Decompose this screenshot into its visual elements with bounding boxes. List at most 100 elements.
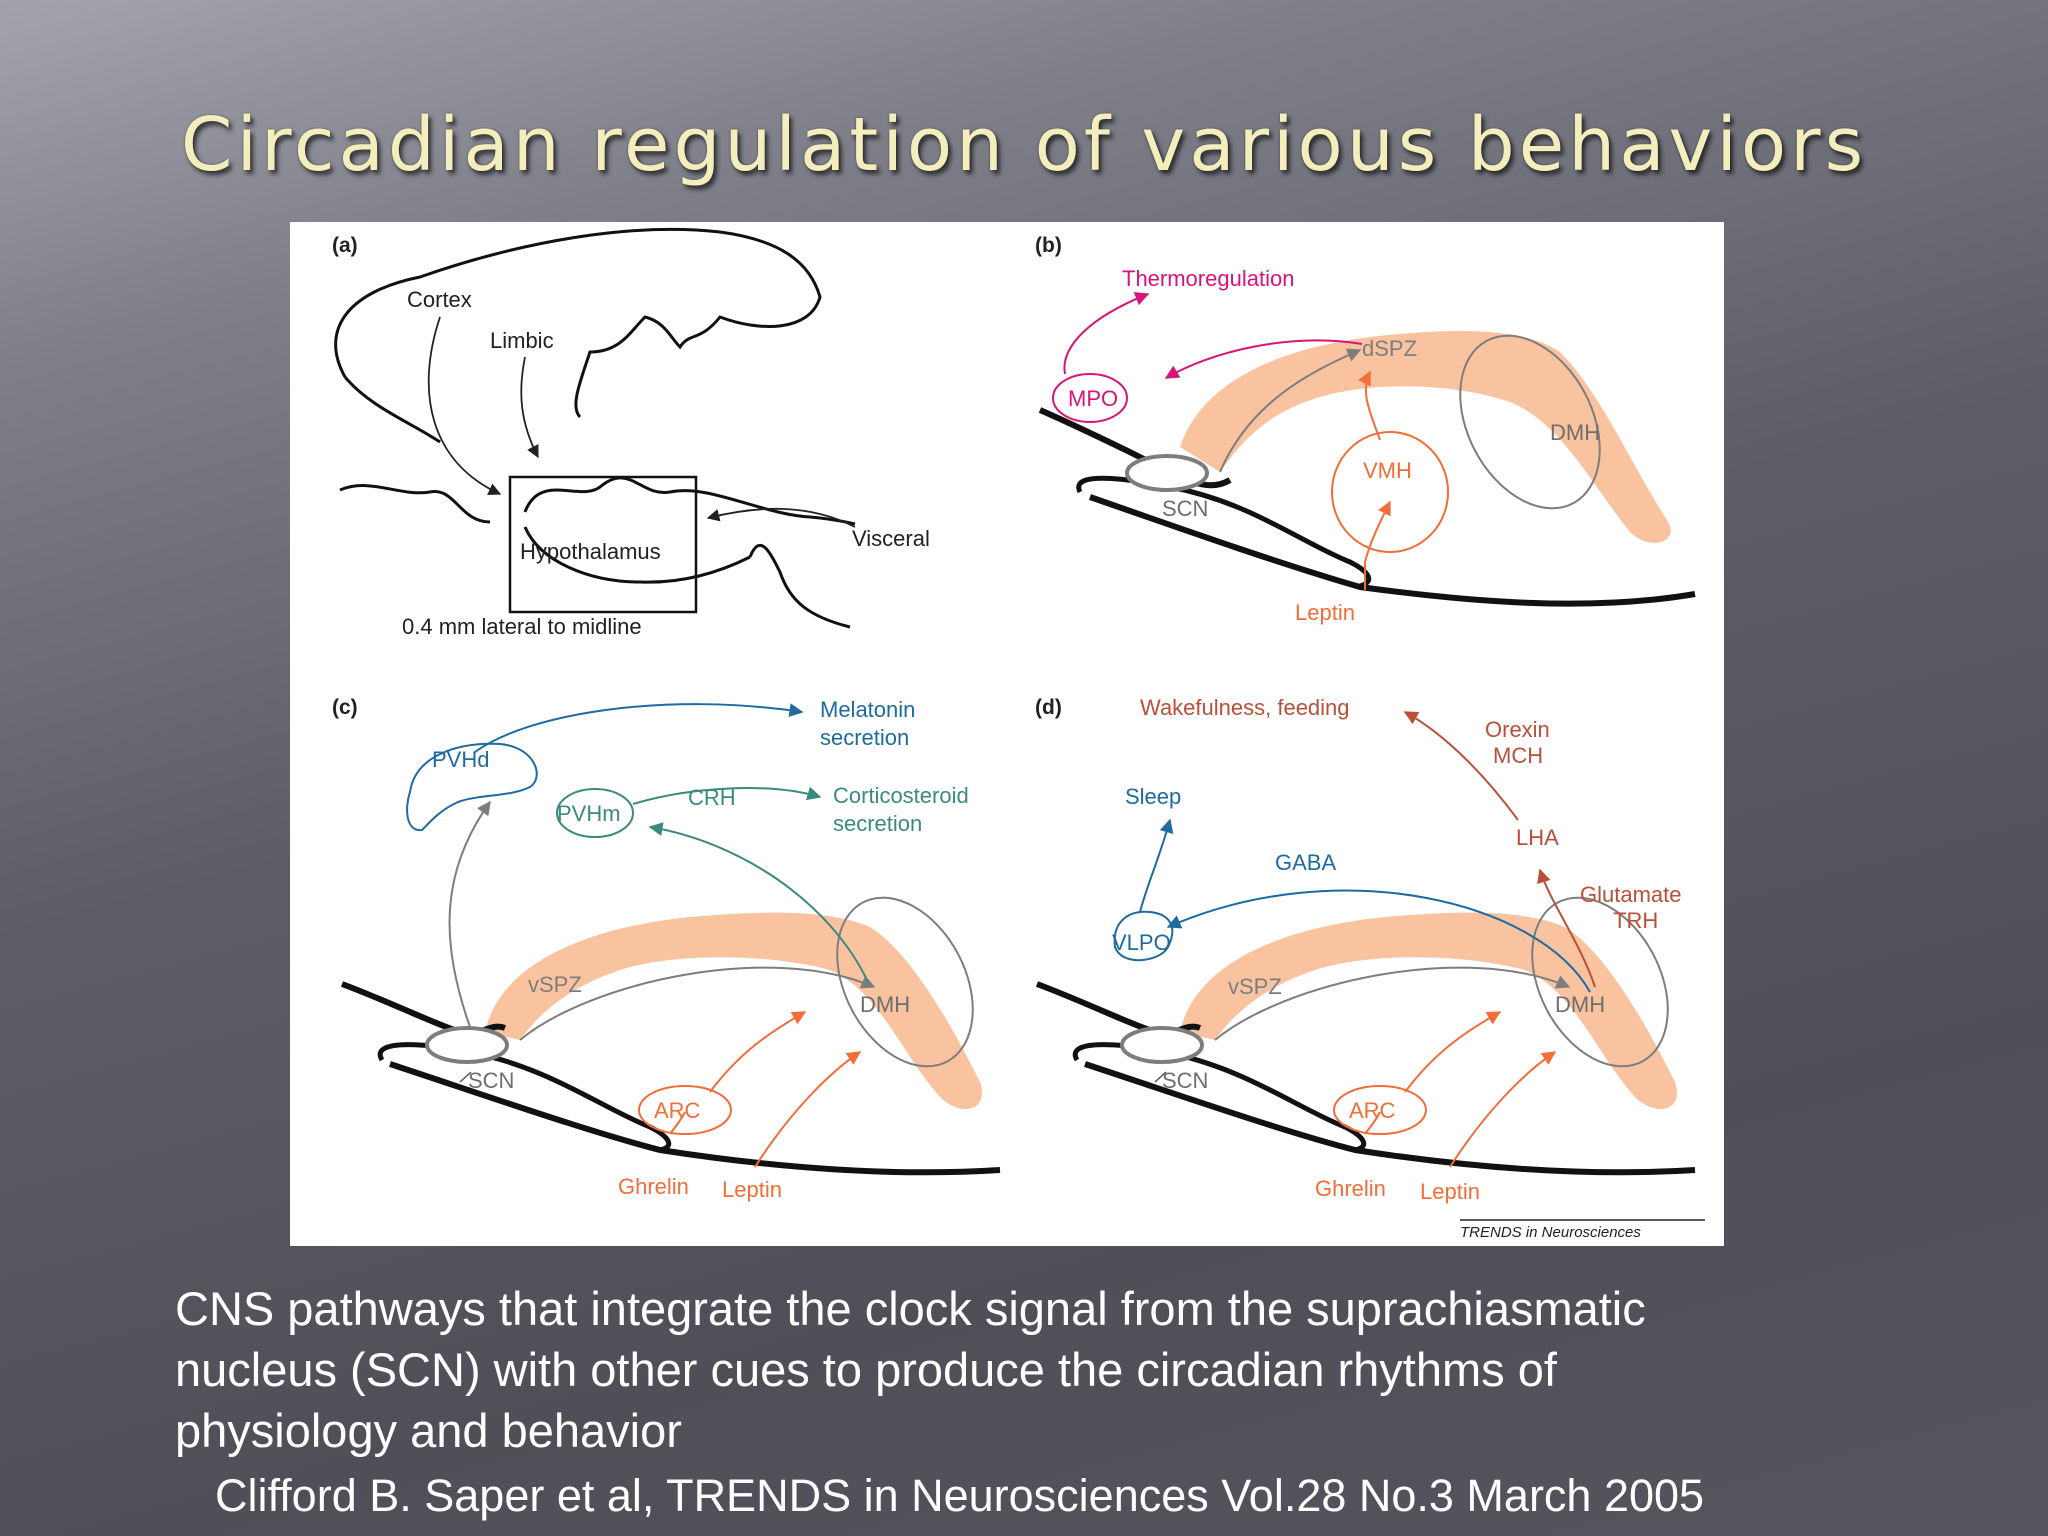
visceral-label: Visceral (852, 526, 930, 551)
pvhm-label: PVHm (557, 801, 621, 826)
ghrelin-arc-stem (669, 1111, 686, 1135)
arc-dmh-arrow (1404, 1011, 1502, 1093)
panel-d-letter: (d) (1035, 696, 1062, 719)
vspz-dmh-arrow (1214, 966, 1571, 1041)
arc-label: ARC (654, 1098, 701, 1123)
vlpo-label: VLPO (1112, 930, 1171, 955)
floor-line-lower (389, 1061, 1001, 1176)
section-note-label: 0.4 mm lateral to midline (402, 614, 642, 639)
source-credit: TRENDS in Neurosciences (1460, 1224, 1641, 1241)
arc-label: ARC (1349, 1098, 1396, 1123)
caption-line-3: physiology and behavior (175, 1404, 682, 1457)
caption-line-1: CNS pathways that integrate the clock si… (175, 1282, 1646, 1335)
scn-label: SCN (468, 1068, 514, 1093)
figure-caption: CNS pathways that integrate the clock si… (175, 1278, 1875, 1461)
orexin-label: Orexin (1485, 717, 1550, 742)
caption-line-2: nucleus (SCN) with other cues to produce… (175, 1343, 1557, 1396)
dmh-outline (1459, 334, 1601, 510)
brain-base-right (523, 476, 856, 526)
pvhd-nucleus (406, 742, 538, 832)
vspz-label: vSPZ (528, 972, 582, 997)
vmh-nucleus (1331, 431, 1449, 553)
vmh-label: VMH (1363, 458, 1412, 483)
floor-line-upper (1035, 981, 1202, 1037)
dmh-lha-arrow (1537, 868, 1596, 988)
leptin-dmh-arrow (1449, 1051, 1557, 1168)
corticosteroid-label-line1: Corticosteroid (833, 783, 969, 808)
scn-nucleus (1120, 1026, 1204, 1064)
scn-dspz-arrow (1219, 348, 1362, 473)
mpo-nucleus (1052, 373, 1128, 423)
leptin-label: Leptin (722, 1177, 782, 1202)
scn-label: SCN (1162, 496, 1208, 521)
pvhd-melatonin-arrow (474, 703, 804, 753)
spz-band (1180, 331, 1671, 543)
arc-nucleus (638, 1085, 732, 1135)
panel-d: (d) DMH vSPZ SCN Wakefulness, feeding Or… (1035, 695, 1696, 1204)
panel-c-letter: (c) (332, 696, 358, 719)
melatonin-label-line1: Melatonin (820, 697, 915, 722)
brainstem-outline (748, 543, 851, 629)
thermoregulation-label: Thermoregulation (1122, 266, 1294, 291)
leptin-label: Leptin (1295, 600, 1355, 625)
optic-chiasm-outline (1076, 475, 1372, 589)
citation: Clifford B. Saper et al, TRENDS in Neuro… (215, 1470, 1705, 1521)
scn-label-leader (1154, 1071, 1167, 1083)
floor-line-lower (1089, 494, 1696, 607)
scn-nucleus (1125, 454, 1209, 492)
brain-base-left (339, 484, 491, 524)
pvhm-corticosteroid-arrow (632, 786, 822, 805)
cortex-label: Cortex (407, 287, 472, 312)
vspz-label: vSPZ (1228, 974, 1282, 999)
spz-band (1180, 912, 1677, 1109)
ghrelin-label: Ghrelin (618, 1174, 689, 1199)
hypothalamus-floor (523, 526, 751, 584)
dmh-outline (1531, 896, 1669, 1068)
dspz-label: dSPZ (1362, 336, 1417, 361)
dspz-mpo-arrow (1164, 339, 1363, 379)
dmh-label: DMH (860, 992, 910, 1017)
hypothalamus-pathways-diagram: (a) Hypothalamus Cortex Limbic Visceral … (332, 227, 1705, 1241)
dmh-vlpo-arrow (1166, 889, 1591, 993)
brain-outline-cortex (343, 376, 441, 444)
floor-line-lower (1084, 1061, 1696, 1176)
panel-c: (c) DMH vSPZ SCN PVHd PVHm Melatonin sec… (332, 696, 1001, 1202)
lha-label: LHA (1516, 825, 1559, 850)
optic-chiasm-outline (1072, 1042, 1367, 1153)
floor-line-upper (340, 981, 507, 1037)
mch-label: MCH (1493, 743, 1543, 768)
pvhm-nucleus (556, 788, 634, 838)
leptin-dmh-arrow (754, 1051, 862, 1168)
panel-b: (b) DMH dSPZ SCN MPO Thermoregulation VM… (1035, 234, 1696, 625)
panel-b-letter: (b) (1035, 234, 1062, 257)
dmh-label: DMH (1550, 420, 1600, 445)
dmh-outline (836, 896, 974, 1068)
trh-label: TRH (1613, 908, 1658, 933)
scn-nucleus (425, 1026, 509, 1064)
panel-a: (a) Hypothalamus Cortex Limbic Visceral … (332, 227, 930, 639)
limbic-label: Limbic (490, 328, 554, 353)
corticosteroid-label-line2: secretion (833, 811, 922, 836)
sleep-label: Sleep (1125, 784, 1181, 809)
leptin-label: Leptin (1420, 1179, 1480, 1204)
gaba-label: GABA (1275, 850, 1336, 875)
hypothalamus-label: Hypothalamus (520, 539, 661, 564)
brain-outline-upper (334, 227, 822, 419)
hypothalamus-box (508, 475, 698, 614)
lha-wakefulness-arrow (1403, 711, 1519, 821)
panel-a-letter: (a) (332, 234, 358, 257)
vspz-dmh-arrow (519, 966, 876, 1041)
mpo-label: MPO (1068, 386, 1118, 411)
visceral-arrow (706, 507, 856, 528)
mpo-thermoregulation-arrow (1063, 292, 1150, 375)
ghrelin-arc-stem (1364, 1111, 1381, 1135)
optic-chiasm-outline (377, 1042, 672, 1153)
ghrelin-label: Ghrelin (1315, 1176, 1386, 1201)
scn-pvh-arrow (448, 800, 491, 1028)
cortex-arrow (427, 316, 502, 496)
dmh-pvhm-arrow (648, 822, 869, 983)
vmh-dspz-arrow (1358, 370, 1381, 441)
dmh-label: DMH (1555, 992, 1605, 1017)
pvhd-label: PVHd (432, 747, 489, 772)
leptin-vmh-arrow (1364, 500, 1391, 563)
